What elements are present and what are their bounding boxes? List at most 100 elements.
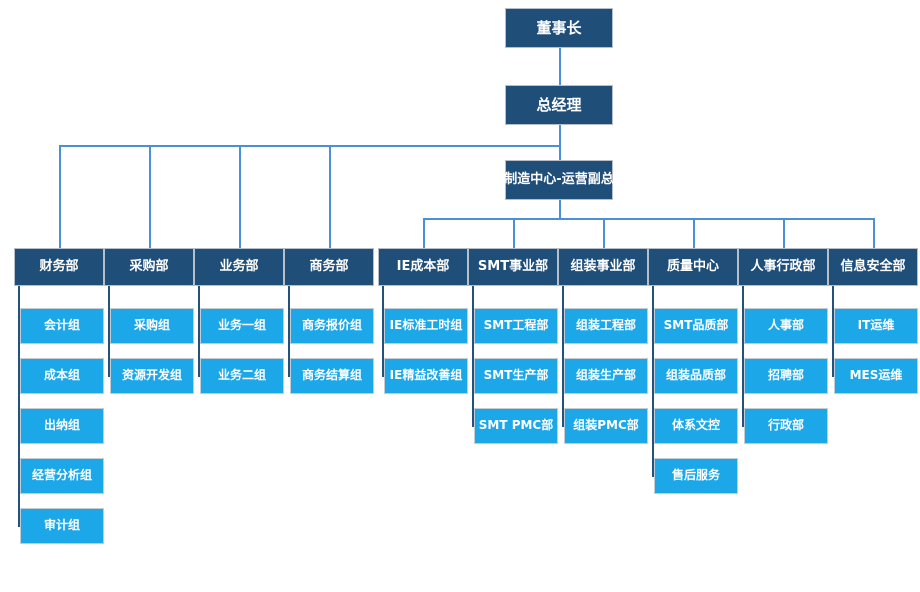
dept-node-purchasing-label: 采购部 [129,258,169,274]
exec-node-general-manager[interactable]: 总经理 [505,85,613,125]
connector-stub-hr-admin-0 [742,325,744,327]
dept-node-quality-center-label: 质量中心 [666,258,719,274]
dept-node-commerce[interactable]: 商务部 [284,248,374,286]
sub-node-smt-division-2[interactable]: SMT PMC部 [474,408,558,444]
sub-node-smt-division-1[interactable]: SMT生产部 [474,358,558,394]
sub-node-hr-admin-1[interactable]: 招聘部 [744,358,828,394]
dept-node-ie-cost[interactable]: IE成本部 [378,248,468,286]
sub-node-quality-center-3-label: 售后服务 [671,468,720,483]
sub-node-finance-4-label: 审计组 [43,518,80,533]
sub-node-info-security-1[interactable]: MES运维 [834,358,918,394]
dept-node-quality-center[interactable]: 质量中心 [648,248,738,286]
sub-node-ie-cost-0-label: IE标准工时组 [389,318,463,333]
sub-node-smt-division-0[interactable]: SMT工程部 [474,308,558,344]
sub-node-commerce-0[interactable]: 商务报价组 [290,308,374,344]
sub-node-assembly-division-0[interactable]: 组装工程部 [564,308,648,344]
connector-spine-quality-center [652,286,654,476]
sub-node-hr-admin-0[interactable]: 人事部 [744,308,828,344]
dept-node-hr-admin[interactable]: 人事行政部 [738,248,828,286]
exec-node-general-manager-label: 总经理 [536,95,582,114]
sub-node-ie-cost-1-label: IE精益改善组 [389,368,463,383]
sub-node-assembly-division-1[interactable]: 组装生产部 [564,358,648,394]
sub-node-ie-cost-0[interactable]: IE标准工时组 [384,308,468,344]
sub-node-assembly-division-2-label: 组装PMC部 [573,418,639,433]
sub-node-assembly-division-0-label: 组装工程部 [575,318,636,333]
sub-node-commerce-1-label: 商务结算组 [301,368,362,383]
connector-stub-finance-1 [18,375,20,377]
sub-node-purchasing-1[interactable]: 资源开发组 [110,358,194,394]
sub-node-hr-admin-2[interactable]: 行政部 [744,408,828,444]
connector-vp-to-hr-admin [783,218,785,248]
connector-gm-to-business [239,145,241,248]
connector-stub-quality-center-3 [652,475,654,477]
exec-node-chairman-label: 董事长 [536,18,582,37]
sub-node-finance-3[interactable]: 经营分析组 [20,458,104,494]
connector-gm-to-finance [59,145,61,248]
sub-node-quality-center-0[interactable]: SMT品质部 [654,308,738,344]
sub-node-quality-center-0-label: SMT品质部 [663,318,729,333]
sub-node-quality-center-3[interactable]: 售后服务 [654,458,738,494]
connector-stub-quality-center-1 [652,375,654,377]
sub-node-finance-2[interactable]: 出纳组 [20,408,104,444]
sub-node-commerce-0-label: 商务报价组 [301,318,362,333]
sub-node-quality-center-1-label: 组装品质部 [665,368,726,383]
dept-node-hr-admin-label: 人事行政部 [750,258,816,274]
connector-vp-drop [559,200,561,218]
connector-stub-ie-cost-0 [382,325,384,327]
sub-node-finance-1[interactable]: 成本组 [20,358,104,394]
connector-vp-to-ie-cost [423,218,425,248]
connector-vp-to-smt-division [513,218,515,248]
connector-gm-to-purchasing [149,145,151,248]
sub-node-info-security-0[interactable]: IT运维 [834,308,918,344]
dept-node-commerce-label: 商务部 [309,258,349,274]
dept-node-finance[interactable]: 财务部 [14,248,104,286]
sub-node-finance-4[interactable]: 审计组 [20,508,104,544]
sub-node-purchasing-0[interactable]: 采购组 [110,308,194,344]
connector-stub-hr-admin-2 [742,425,744,427]
connector-gm-to-vp [559,145,561,160]
sub-node-business-0[interactable]: 业务一组 [200,308,284,344]
dept-node-info-security[interactable]: 信息安全部 [828,248,918,286]
sub-node-ie-cost-1[interactable]: IE精益改善组 [384,358,468,394]
connector-stub-assembly-division-0 [562,325,564,327]
sub-node-hr-admin-0-label: 人事部 [767,318,804,333]
sub-node-business-1-label: 业务二组 [217,368,266,383]
dept-node-finance-label: 财务部 [39,258,79,274]
connector-stub-finance-0 [18,325,20,327]
connector-stub-quality-center-0 [652,325,654,327]
dept-node-business[interactable]: 业务部 [194,248,284,286]
sub-node-finance-2-label: 出纳组 [43,418,80,433]
connector-vp-bus [423,218,873,220]
connector-gm-to-commerce [329,145,331,248]
sub-node-smt-division-0-label: SMT工程部 [483,318,549,333]
sub-node-quality-center-2-label: 体系文控 [671,418,720,433]
connector-vp-to-info-security [873,218,875,248]
sub-node-assembly-division-2[interactable]: 组装PMC部 [564,408,648,444]
sub-node-purchasing-0-label: 采购组 [133,318,170,333]
sub-node-business-0-label: 业务一组 [217,318,266,333]
connector-spine-commerce [288,286,290,376]
dept-node-smt-division[interactable]: SMT事业部 [468,248,558,286]
sub-node-commerce-1[interactable]: 商务结算组 [290,358,374,394]
sub-node-finance-0-label: 会计组 [43,318,80,333]
sub-node-quality-center-1[interactable]: 组装品质部 [654,358,738,394]
exec-node-manufacturing-vp-label: 制造中心-运营副总 [504,171,614,187]
sub-node-quality-center-2[interactable]: 体系文控 [654,408,738,444]
dept-node-smt-division-label: SMT事业部 [477,258,549,274]
exec-node-chairman[interactable]: 董事长 [505,8,613,48]
sub-node-finance-1-label: 成本组 [43,368,80,383]
dept-node-info-security-label: 信息安全部 [840,258,906,274]
connector-spine-assembly-division [562,286,564,426]
sub-node-finance-0[interactable]: 会计组 [20,308,104,344]
dept-node-purchasing[interactable]: 采购部 [104,248,194,286]
connector-gm-bus [59,145,559,147]
connector-stub-business-0 [198,325,200,327]
connector-vp-to-assembly-division [603,218,605,248]
connector-spine-finance [18,286,20,526]
connector-stub-finance-3 [18,475,20,477]
sub-node-business-1[interactable]: 业务二组 [200,358,284,394]
exec-node-manufacturing-vp[interactable]: 制造中心-运营副总 [504,160,614,200]
dept-node-assembly-division[interactable]: 组装事业部 [558,248,648,286]
sub-node-smt-division-1-label: SMT生产部 [483,368,549,383]
